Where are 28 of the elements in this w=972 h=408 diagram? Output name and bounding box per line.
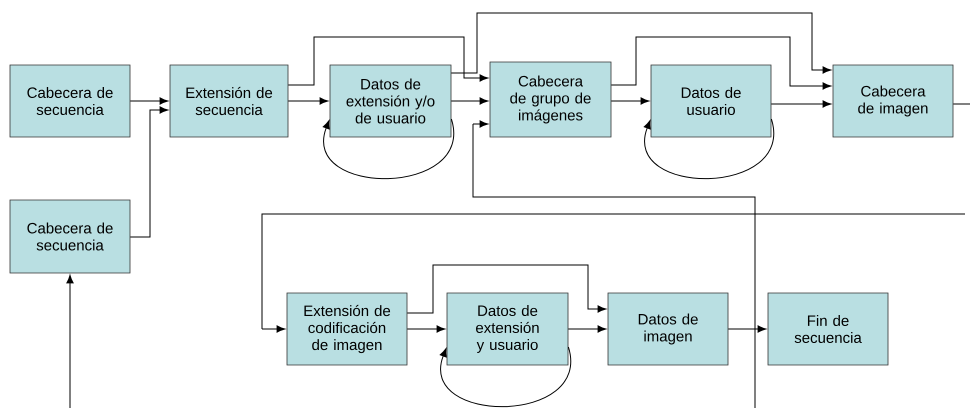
arrow <box>130 97 168 105</box>
arrow <box>610 97 650 105</box>
arrow <box>406 325 446 333</box>
process-box: Datos de imagen <box>608 292 728 366</box>
arrow <box>130 106 168 238</box>
process-box: Fin de secuencia <box>768 292 888 366</box>
arrow <box>450 12 832 74</box>
arrow <box>322 118 454 180</box>
process-box: Cabecera de secuencia <box>10 200 130 274</box>
process-box: Datos de extensión y/o de usuario <box>330 64 452 138</box>
process-box: Extensión de codificación de imagen <box>286 292 408 366</box>
arrow <box>406 264 606 314</box>
arrow <box>288 36 488 86</box>
process-box: Datos de usuario <box>650 64 772 138</box>
arrow <box>770 100 832 108</box>
process-box: Cabecera de imagen <box>832 64 954 138</box>
arrow <box>728 325 766 333</box>
arrow <box>288 97 328 105</box>
process-box: Datos de extensión y usuario <box>446 292 568 366</box>
arrow <box>450 97 488 105</box>
arrow <box>610 36 832 90</box>
process-box: Cabecera de grupo de imágenes <box>490 62 612 138</box>
arrow <box>644 118 774 180</box>
arrow <box>440 346 572 408</box>
arrow <box>568 325 606 333</box>
process-box: Cabecera de secuencia <box>10 64 130 138</box>
process-box: Extensión de secuencia <box>170 64 288 138</box>
arrow <box>66 274 74 408</box>
